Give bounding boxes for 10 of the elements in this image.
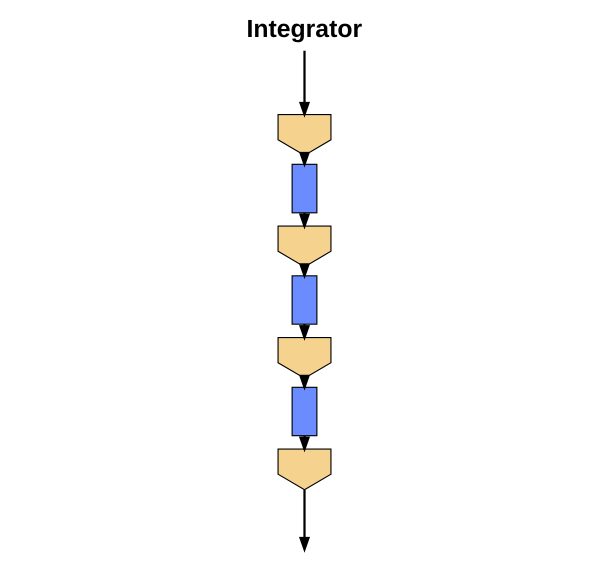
node-box [292, 275, 318, 325]
arrow [298, 50, 310, 118]
node-box [292, 386, 318, 436]
arrow [298, 263, 310, 280]
arrow [298, 374, 310, 391]
arrow [298, 490, 310, 553]
arrow [298, 152, 310, 168]
node-box [292, 164, 318, 214]
diagram-title: Integrator [246, 16, 362, 43]
node-chevron [277, 448, 332, 490]
